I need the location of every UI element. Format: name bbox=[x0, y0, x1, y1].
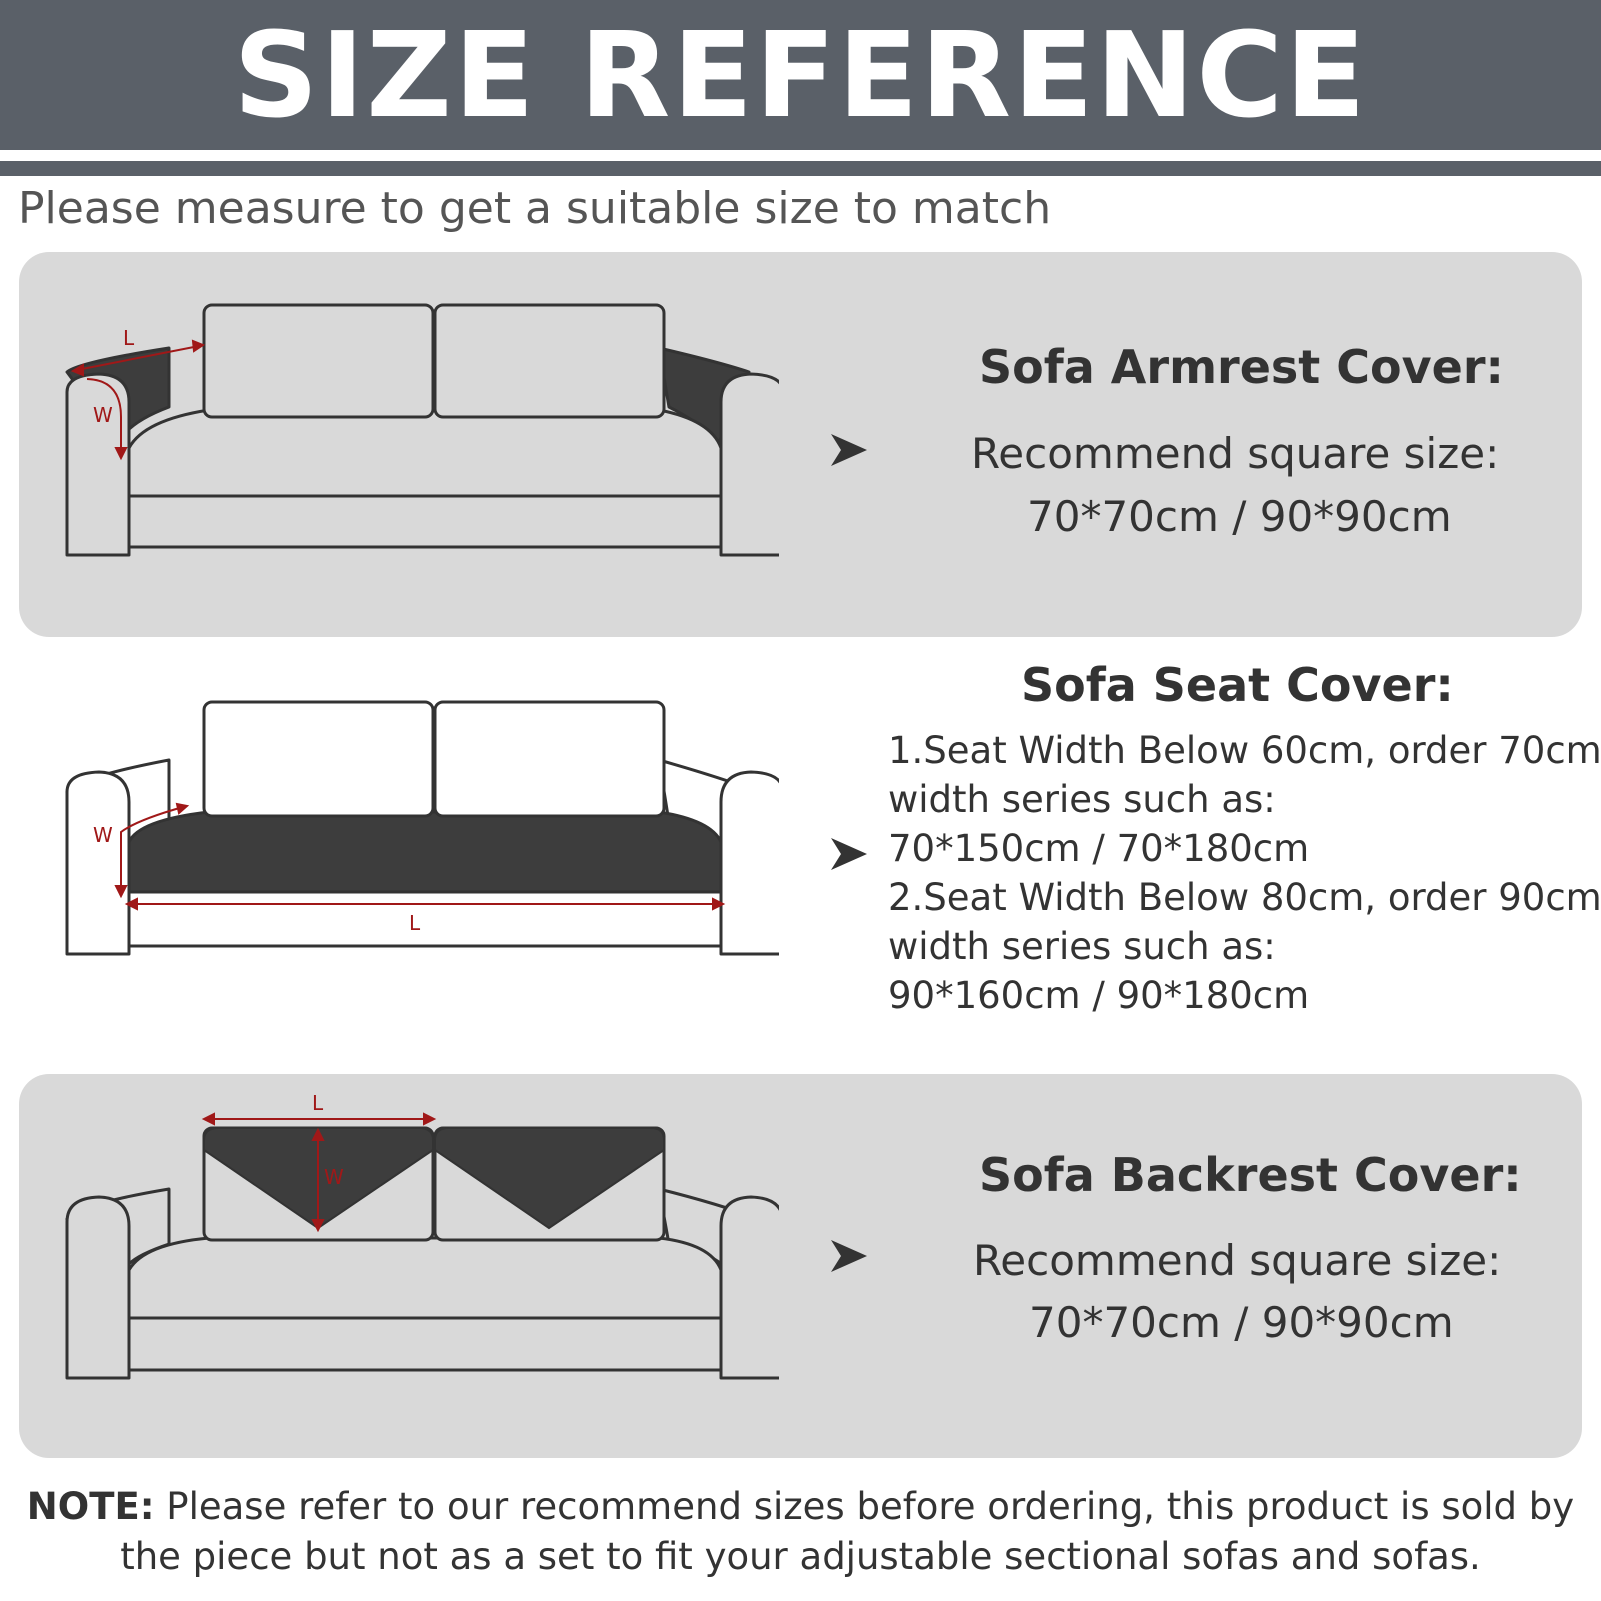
seat-dim-l: L bbox=[409, 911, 421, 935]
backrest-cover-right bbox=[434, 1127, 665, 1230]
seat-cover bbox=[127, 810, 723, 894]
seat-line-4: 2.Seat Width Below 80cm, order 90cm bbox=[888, 876, 1601, 919]
armrest-dim-w: W bbox=[93, 403, 113, 427]
seat-panel: W L Sofa Seat Cover: 1.Seat Width Below … bbox=[19, 652, 1601, 1052]
page-title: SIZE REFERENCE bbox=[233, 6, 1368, 144]
backrest-sofa-diagram: L W bbox=[65, 1091, 779, 1380]
header-band: SIZE REFERENCE bbox=[0, 0, 1601, 150]
seat-title: Sofa Seat Cover: bbox=[1021, 658, 1454, 712]
backrest-line-1: Recommend square size: bbox=[973, 1236, 1502, 1285]
backrest-title: Sofa Backrest Cover: bbox=[979, 1148, 1522, 1202]
seat-line-1: 1.Seat Width Below 60cm, order 70cm bbox=[888, 729, 1601, 772]
header-stripe bbox=[0, 161, 1601, 176]
armrest-sofa-diagram: L W bbox=[65, 303, 779, 557]
backrest-dim-w: W bbox=[324, 1165, 344, 1189]
armrest-line-2: 70*70cm / 90*90cm bbox=[1027, 492, 1452, 541]
arrow-icon bbox=[831, 1240, 867, 1272]
arrow-icon bbox=[831, 434, 867, 466]
backrest-panel: L W Sofa Backrest Cover: Recommend squar… bbox=[19, 1074, 1582, 1458]
seat-sofa-diagram: W L bbox=[65, 700, 779, 956]
subtitle: Please measure to get a suitable size to… bbox=[18, 183, 1052, 234]
seat-dim-w: W bbox=[93, 823, 113, 847]
backrest-line-2: 70*70cm / 90*90cm bbox=[1029, 1298, 1454, 1347]
armrest-title: Sofa Armrest Cover: bbox=[979, 340, 1504, 394]
note: NOTE: Please refer to our recommend size… bbox=[20, 1482, 1581, 1582]
armrest-dim-l: L bbox=[123, 326, 135, 350]
note-text: Please refer to our recommend sizes befo… bbox=[120, 1485, 1575, 1578]
seat-line-2: width series such as: bbox=[888, 778, 1276, 821]
armrest-panel: L W Sofa Armrest Cover: Recommend square… bbox=[19, 252, 1582, 637]
seat-line-6: 90*160cm / 90*180cm bbox=[888, 974, 1310, 1017]
seat-line-5: width series such as: bbox=[888, 925, 1276, 968]
armrest-line-1: Recommend square size: bbox=[971, 429, 1500, 478]
backrest-dim-l: L bbox=[312, 1091, 324, 1115]
arrow-icon bbox=[831, 838, 867, 870]
seat-line-3: 70*150cm / 70*180cm bbox=[888, 827, 1310, 870]
note-label: NOTE: bbox=[26, 1485, 155, 1528]
